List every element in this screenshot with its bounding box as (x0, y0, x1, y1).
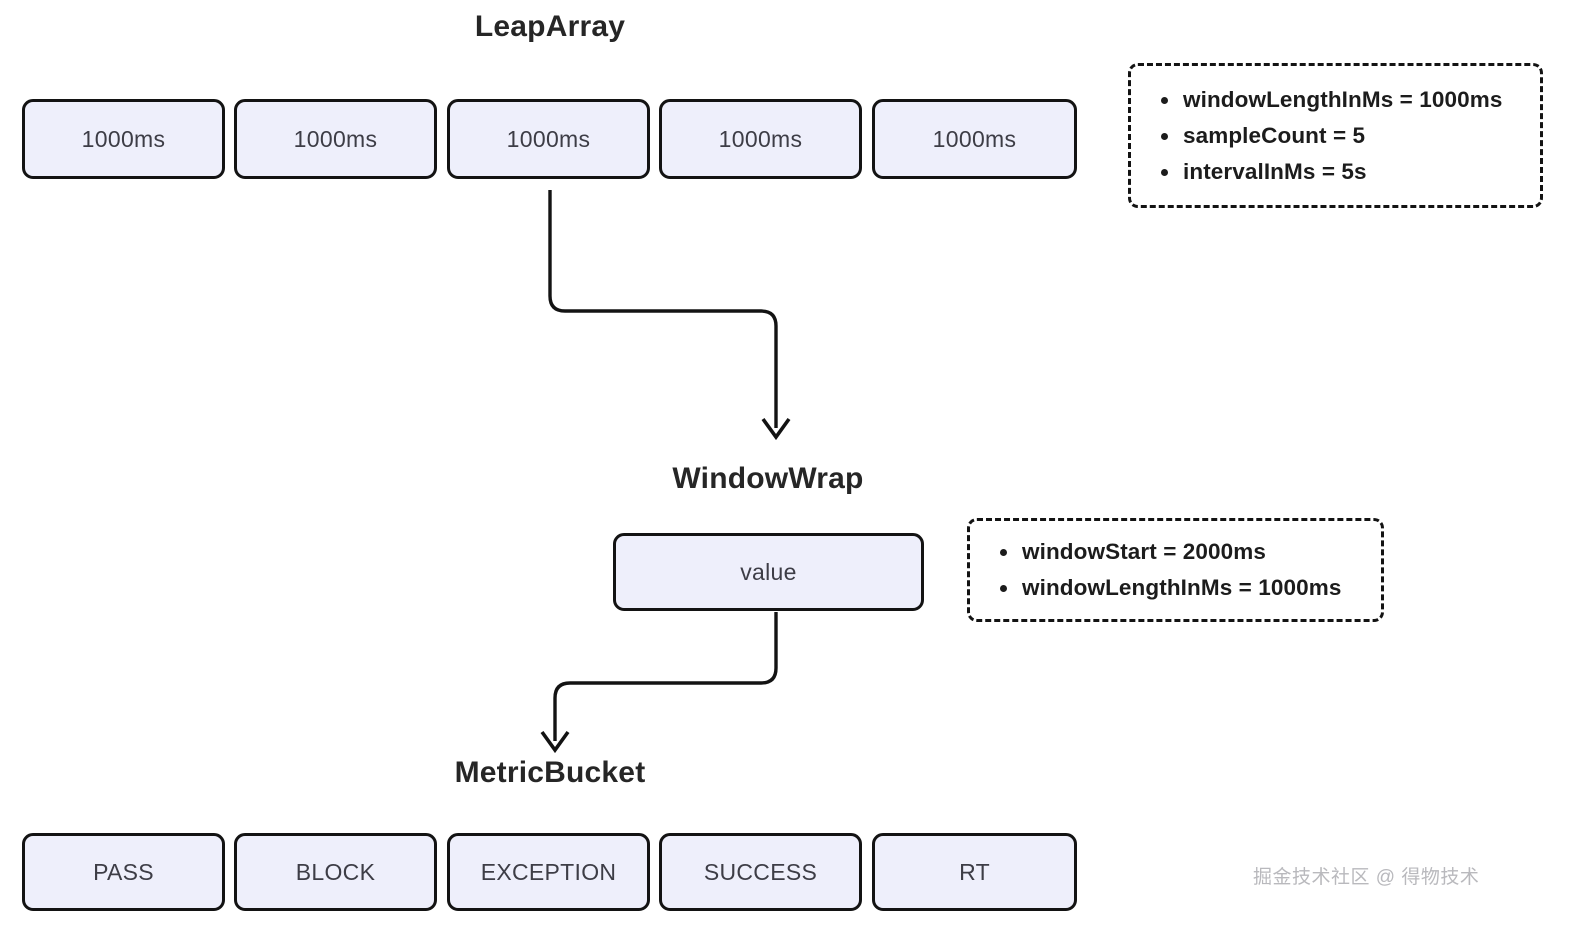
legend-windowwrap: windowStart = 2000ms windowLengthInMs = … (967, 518, 1384, 622)
metricbucket-cell-1: BLOCK (234, 833, 437, 911)
metricbucket-cell-3: SUCCESS (659, 833, 862, 911)
leaparray-cell-3: 1000ms (659, 99, 862, 179)
metricbucket-cell-4: RT (872, 833, 1077, 911)
legend-windowwrap-list: windowStart = 2000ms windowLengthInMs = … (996, 534, 1381, 606)
leaparray-cell-0-label: 1000ms (81, 125, 166, 152)
metricbucket-cell-0-label: PASS (93, 858, 154, 885)
page-title-windowwrap: WindowWrap (672, 462, 864, 495)
arrowhead-windowwrap-to-metricbucket (540, 730, 570, 754)
windowwrap-cell-value: value (613, 533, 924, 611)
page-title-leaparray: LeapArray (474, 10, 626, 43)
leaparray-cell-3-label: 1000ms (718, 125, 803, 152)
arrow-windowwrap-to-metricbucket (553, 612, 778, 741)
metricbucket-cell-0: PASS (22, 833, 225, 911)
metricbucket-cell-2-label: EXCEPTION (480, 858, 617, 885)
leaparray-cell-2-label: 1000ms (506, 125, 591, 152)
leaparray-cell-2: 1000ms (447, 99, 650, 179)
windowwrap-cell-value-label: value (740, 558, 797, 585)
leaparray-cell-1-label: 1000ms (293, 125, 378, 152)
arrowhead-leaparray-to-windowwrap (761, 417, 791, 441)
leaparray-cell-4: 1000ms (872, 99, 1077, 179)
legend-windowwrap-item-1: windowLengthInMs = 1000ms (1000, 570, 1381, 606)
legend-leaparray: windowLengthInMs = 1000ms sampleCount = … (1128, 63, 1543, 208)
watermark-text: 掘金技术社区 @ 得物技术 (1253, 867, 1480, 888)
metricbucket-cell-4-label: RT (959, 858, 990, 885)
leaparray-cell-1: 1000ms (234, 99, 437, 179)
metricbucket-cell-1-label: BLOCK (295, 858, 376, 885)
arrow-leaparray-to-windowwrap (548, 190, 778, 428)
legend-leaparray-item-2: intervalInMs = 5s (1161, 154, 1540, 190)
leaparray-cell-0: 1000ms (22, 99, 225, 179)
metricbucket-cell-3-label: SUCCESS (703, 858, 818, 885)
legend-leaparray-item-0: windowLengthInMs = 1000ms (1161, 82, 1540, 118)
legend-leaparray-item-1: sampleCount = 5 (1161, 118, 1540, 154)
legend-windowwrap-item-0: windowStart = 2000ms (1000, 534, 1381, 570)
leaparray-cell-4-label: 1000ms (932, 125, 1017, 152)
metricbucket-cell-2: EXCEPTION (447, 833, 650, 911)
page-title-metricbucket: MetricBucket (454, 756, 646, 789)
legend-leaparray-list: windowLengthInMs = 1000ms sampleCount = … (1157, 82, 1540, 190)
